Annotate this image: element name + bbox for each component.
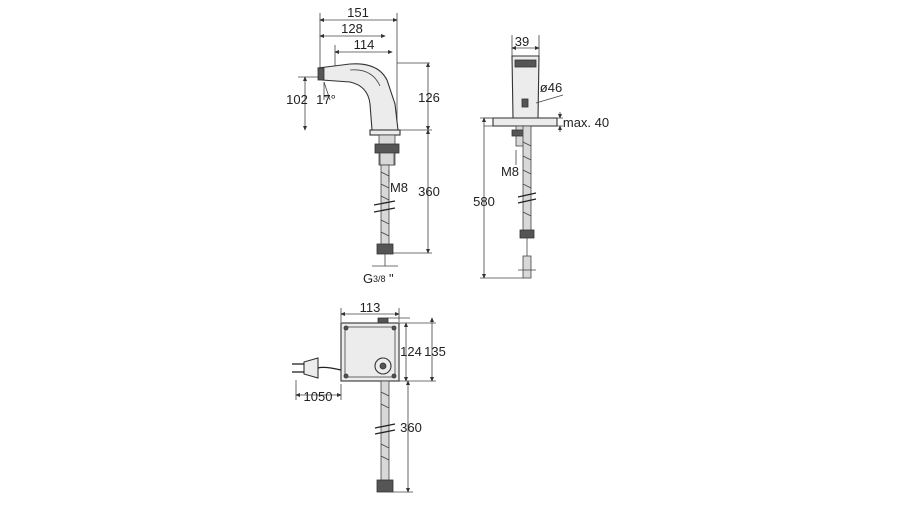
control-box	[340, 322, 400, 382]
dim-360: 360	[418, 184, 440, 199]
dim-135: 135	[424, 344, 446, 359]
dim-1050: 1050	[304, 389, 333, 404]
dim-126: 126	[418, 90, 440, 105]
dim-39: 39	[515, 34, 529, 49]
dim-124: 124	[400, 344, 422, 359]
dim-102: 102	[286, 92, 308, 107]
control-box-view: 113 1050 124 135	[292, 300, 446, 493]
dim-360-box: 360	[400, 420, 422, 435]
thread-g: G	[363, 271, 373, 286]
angle-17: 17°	[316, 92, 336, 107]
side-view: 151 128 114 102 17° 126 M8 360 G 3/8 "	[286, 5, 440, 286]
dim-113: 113	[360, 300, 381, 315]
dim-max40: max. 40	[563, 115, 609, 130]
thread-m8: M8	[390, 180, 408, 195]
countertop	[492, 117, 558, 127]
dim-151: 151	[347, 5, 369, 20]
front-view: 39 ø46 max. 40 M8 5	[473, 34, 609, 279]
thread-g-fraction: 3/8	[373, 274, 386, 284]
power-plug	[303, 357, 319, 379]
dim-580: 580	[473, 194, 495, 209]
dim-128: 128	[341, 21, 363, 36]
sensor-window	[521, 98, 529, 108]
thread-g-inch: "	[389, 271, 394, 286]
dim-46: ø46	[540, 80, 562, 95]
dim-114: 114	[354, 37, 375, 52]
thread-m8-front: M8	[501, 164, 519, 179]
